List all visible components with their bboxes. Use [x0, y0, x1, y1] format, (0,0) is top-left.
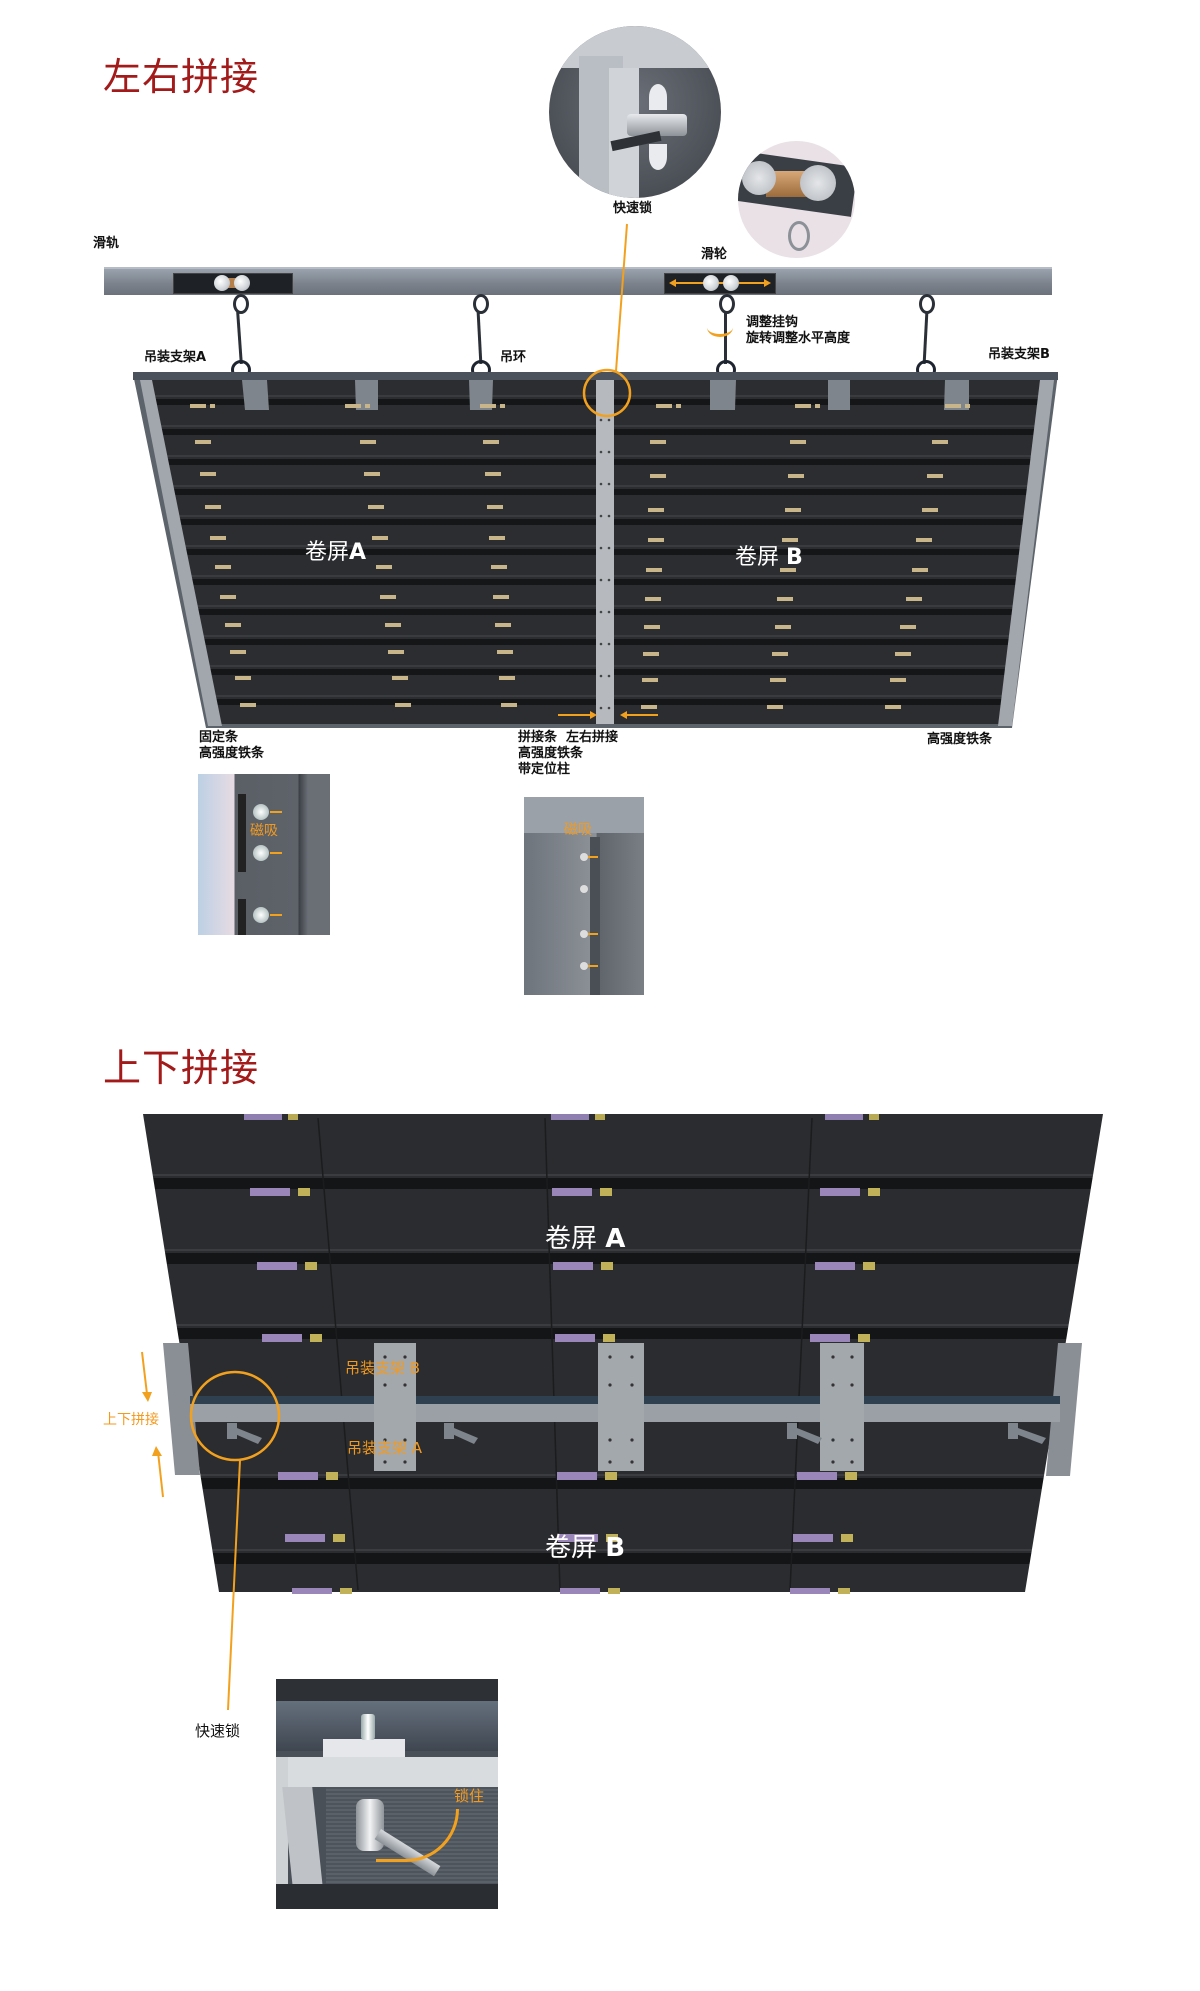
bracket-b-label: 吊装支架B	[988, 347, 1050, 362]
lifting-ring-label: 吊环	[500, 350, 527, 365]
rail-trolley-right	[664, 273, 776, 294]
magnet-right-label: 磁吸	[564, 822, 592, 838]
screen-a-label: 卷屏A	[305, 540, 367, 565]
splice-strip-label-1: 拼接条 左右拼接	[518, 730, 619, 745]
quick-lock-label: 快速锁	[613, 201, 653, 216]
bracket-a-label: 吊装支架 A	[347, 1439, 423, 1457]
screen-panels-vertical	[141, 1114, 1103, 1711]
quick-lock-label: 快速锁	[195, 1722, 241, 1740]
magnet-detail-left-image: 磁吸	[198, 774, 330, 935]
section-title: 上下拼接	[103, 1046, 260, 1090]
fixing-strip-label-1: 固定条	[199, 730, 239, 745]
vertical-splice-label: 上下拼接	[103, 1412, 159, 1428]
bracket-b-label: 吊装支架 B	[345, 1359, 421, 1377]
magnet-left-label: 磁吸	[250, 823, 278, 839]
fixing-strip-label-2: 高强度铁条	[199, 746, 265, 761]
section-title: 左右拼接	[103, 55, 260, 99]
lock-label: 锁住	[454, 1787, 485, 1805]
pulley-label: 滑轮	[701, 247, 728, 262]
screen-b-label: 卷屏 B	[735, 545, 803, 570]
pulley-detail-image	[738, 141, 855, 258]
rail-trolley-left	[173, 273, 293, 294]
steel-strip-right-label: 高强度铁条	[927, 732, 993, 747]
bracket-a-label: 吊装支架A	[144, 350, 207, 365]
hook-adjust-label-2: 旋转调整水平高度	[746, 331, 851, 346]
quick-lock-detail-image	[549, 26, 721, 198]
screen-panels-horizontal	[133, 223, 1058, 728]
magnet-detail-right-image: 磁吸	[524, 797, 644, 995]
splice-strip-label-2: 高强度铁条	[518, 746, 584, 761]
splice-strip-label-3: 带定位柱	[518, 762, 571, 777]
screen-b-label: 卷屏 B	[545, 1533, 626, 1563]
hook-adjust-label-1: 调整挂钩	[746, 315, 799, 330]
rotate-arrow-icon	[707, 318, 733, 337]
rail-label: 滑轨	[93, 236, 120, 251]
screen-a-label: 卷屏 A	[545, 1224, 626, 1254]
quick-lock-detail-image: 锁住	[276, 1679, 498, 1909]
